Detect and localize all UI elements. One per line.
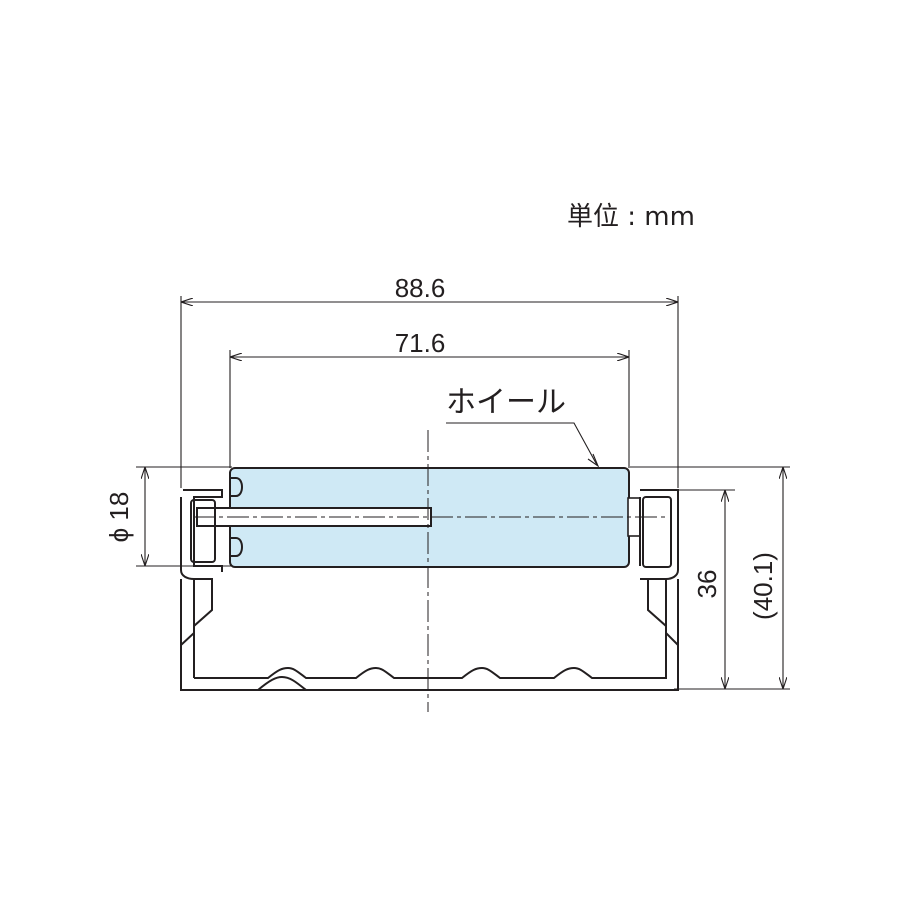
wheel-callout: ホイール (446, 385, 600, 468)
unit-label: 単位 : mm (567, 202, 695, 232)
dimension-overall-height-label: (40.1) (748, 552, 778, 620)
left-frame (180, 489, 223, 580)
wheel-callout-label: ホイール (446, 385, 566, 420)
dimension-wheel-width-label: 71.6 (395, 328, 446, 358)
frame-profile (180, 578, 679, 691)
wheel (196, 467, 641, 568)
extension-lines (136, 296, 790, 690)
dimension-overall-height: (40.1) (748, 467, 783, 689)
right-frame (639, 489, 679, 580)
dimension-wheel-width: 71.6 (230, 328, 629, 358)
dimension-overall-width: 88.6 (181, 273, 678, 303)
dimension-height-label: 36 (692, 570, 722, 599)
dimension-height: 36 (692, 490, 725, 689)
center-lines (193, 430, 668, 712)
dimension-wheel-diameter-label: ϕ 18 (104, 492, 134, 543)
dimension-overall-width-label: 88.6 (395, 273, 446, 303)
dimension-wheel-diameter: ϕ 18 (104, 467, 145, 566)
